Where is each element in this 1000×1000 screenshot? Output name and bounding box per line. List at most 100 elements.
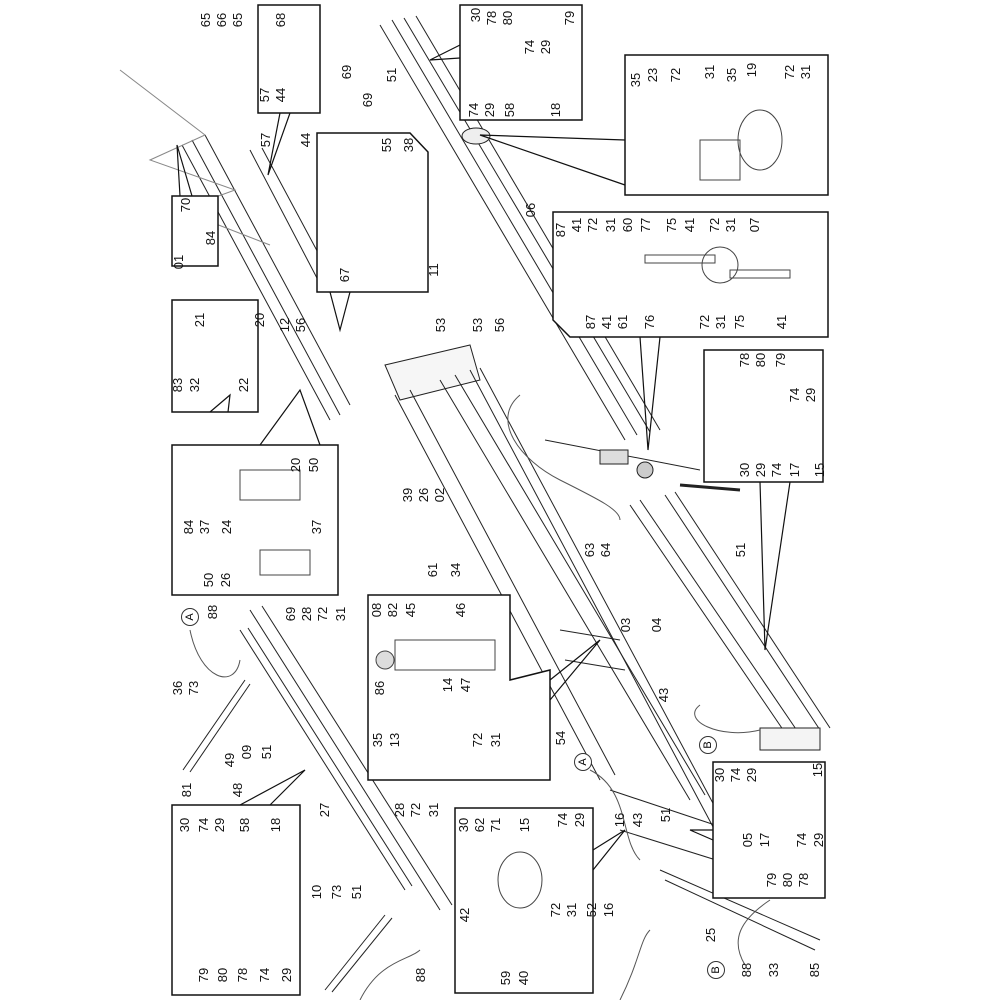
part-callout-label: 74 — [794, 832, 809, 848]
part-callout-label: 31 — [426, 802, 441, 818]
part-callout-label: 85 — [807, 962, 822, 978]
right-lower-boom — [629, 491, 831, 751]
part-callout-label: 72 — [782, 64, 797, 80]
part-callout-label: 64 — [598, 542, 613, 558]
part-callout-label: 43 — [656, 687, 671, 703]
part-callout-label: 30 — [737, 462, 752, 478]
part-callout-label: 80 — [753, 352, 768, 368]
part-callout-label: 20 — [252, 312, 267, 328]
part-callout-label: 34 — [448, 562, 463, 578]
part-callout-label: 78 — [796, 872, 811, 888]
part-callout-label: 72 — [585, 217, 600, 233]
part-callout-label: 25 — [703, 927, 718, 943]
part-callout-label: 41 — [682, 217, 697, 233]
part-callout-label: 51 — [733, 542, 748, 558]
part-callout-label: 65 — [198, 12, 213, 28]
part-callout-label: 18 — [548, 102, 563, 118]
part-callout-label: 35 — [370, 732, 385, 748]
part-callout-label: 23 — [645, 67, 660, 83]
part-callout-label: 36 — [170, 680, 185, 696]
part-callout-label: 46 — [453, 602, 468, 618]
part-callout-label: 31 — [798, 64, 813, 80]
part-callout-label: 84 — [203, 230, 218, 246]
part-callout-label: 52 — [584, 902, 599, 918]
part-callout-label: 17 — [757, 832, 772, 848]
part-callout-label: 53 — [433, 317, 448, 333]
part-callout-label: 58 — [502, 102, 517, 118]
spring-assembly — [544, 439, 741, 492]
part-callout-label: 51 — [349, 884, 364, 900]
part-callout-label: 28 — [299, 606, 314, 622]
part-callout-label: 62 — [472, 817, 487, 833]
reference-mark: A — [574, 753, 592, 771]
reference-mark: B — [699, 736, 717, 754]
part-callout-label: 07 — [747, 217, 762, 233]
part-callout-label: 41 — [774, 314, 789, 330]
part-callout-label: 82 — [385, 602, 400, 618]
part-callout-label: 51 — [658, 807, 673, 823]
part-callout-label: 87 — [583, 314, 598, 330]
reference-mark: B — [707, 961, 725, 979]
part-callout-label: 01 — [171, 254, 186, 270]
part-callout-label: 50 — [201, 572, 216, 588]
part-callout-label: 03 — [618, 617, 633, 633]
inset-pointers — [176, 44, 791, 871]
part-callout-label: 86 — [372, 680, 387, 696]
part-callout-label: 16 — [601, 902, 616, 918]
detail-insets — [171, 4, 829, 996]
part-callout-label: 69 — [283, 606, 298, 622]
part-callout-label: 77 — [638, 217, 653, 233]
part-callout-label: 88 — [205, 604, 220, 620]
part-callout-label: 75 — [664, 217, 679, 233]
part-callout-label: 24 — [219, 519, 234, 535]
part-callout-label: 78 — [484, 10, 499, 26]
part-callout-label: 81 — [179, 782, 194, 798]
part-callout-label: 47 — [458, 677, 473, 693]
part-callout-label: 05 — [740, 832, 755, 848]
center-frame — [384, 344, 821, 951]
part-callout-label: 74 — [196, 817, 211, 833]
part-callout-label: 16 — [612, 812, 627, 828]
hoses — [189, 394, 771, 1000]
part-callout-label: 04 — [649, 617, 664, 633]
part-callout-label: 73 — [329, 884, 344, 900]
part-callout-label: 44 — [298, 132, 313, 148]
part-callout-label: 88 — [739, 962, 754, 978]
part-callout-label: 51 — [259, 744, 274, 760]
part-callout-label: 69 — [339, 64, 354, 80]
part-callout-label: 13 — [387, 732, 402, 748]
part-callout-label: 72 — [697, 314, 712, 330]
part-callout-label: 26 — [416, 487, 431, 503]
part-callout-label: 74 — [522, 39, 537, 55]
part-callout-label: 72 — [548, 902, 563, 918]
part-callout-label: 74 — [466, 102, 481, 118]
part-callout-label: 51 — [384, 67, 399, 83]
part-callout-label: 32 — [187, 377, 202, 393]
part-callout-label: 50 — [306, 457, 321, 473]
part-callout-label: 20 — [288, 457, 303, 473]
part-callout-label: 80 — [780, 872, 795, 888]
part-callout-label: 08 — [369, 602, 384, 618]
part-callout-label: 83 — [170, 377, 185, 393]
part-callout-label: 72 — [315, 606, 330, 622]
part-callout-label: 18 — [268, 817, 283, 833]
part-callout-label: 59 — [498, 970, 513, 986]
part-callout-label: 75 — [732, 314, 747, 330]
part-callout-label: 29 — [803, 387, 818, 403]
part-callout-label: 31 — [723, 217, 738, 233]
part-callout-label: 30 — [177, 817, 192, 833]
part-callout-label: 42 — [457, 907, 472, 923]
part-callout-label: 29 — [538, 39, 553, 55]
part-callout-label: 70 — [178, 197, 193, 213]
part-callout-label: 06 — [523, 202, 538, 218]
part-callout-label: 66 — [214, 12, 229, 28]
part-callout-label: 71 — [488, 817, 503, 833]
part-callout-label: 12 — [277, 317, 292, 333]
reference-mark: A — [181, 608, 199, 626]
part-callout-label: 29 — [744, 767, 759, 783]
part-callout-label: 57 — [258, 132, 273, 148]
part-callout-label: 21 — [192, 312, 207, 328]
left-lower-boom — [182, 605, 453, 993]
part-callout-label: 11 — [426, 263, 441, 277]
